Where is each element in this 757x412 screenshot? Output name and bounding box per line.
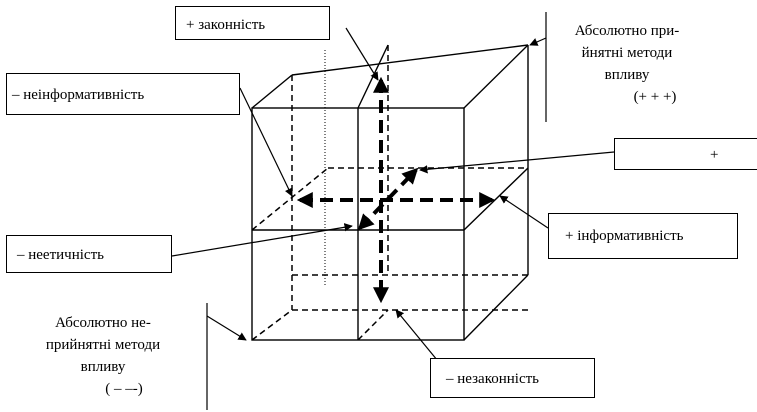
hidden-edges [251,45,528,341]
unacceptable-note-line2: прийнятні методи [45,337,161,353]
pointer-arrows [171,27,615,367]
acceptable-note-line2: йнятні методи [581,45,673,61]
label-legality: + законність [175,6,330,40]
unacceptable-note-line3: впливу [80,359,126,375]
acceptable-note-signs: (+ + +) [633,89,677,105]
acceptable-methods-note: Абсолютно при- йнятні методи впливу (+ +… [552,20,702,108]
axes [296,76,496,304]
acceptable-note-line3: впливу [604,67,650,83]
label-informativeness: + інформативність [548,213,738,259]
label-noninformativeness: – неінформативність [6,73,240,115]
unacceptable-note-line1: Абсолютно не- [55,315,151,331]
label-unethicality: – неетичність [6,235,172,273]
visible-edges [251,44,529,341]
unacceptable-note-signs: ( – –-) [105,381,143,397]
label-plus-right: + [614,138,757,170]
unacceptable-methods-note: Абсолютно не- прийнятні методи впливу ( … [28,312,178,400]
label-illegality: – незаконність [430,358,595,398]
acceptable-note-line1: Абсолютно при- [574,23,680,39]
